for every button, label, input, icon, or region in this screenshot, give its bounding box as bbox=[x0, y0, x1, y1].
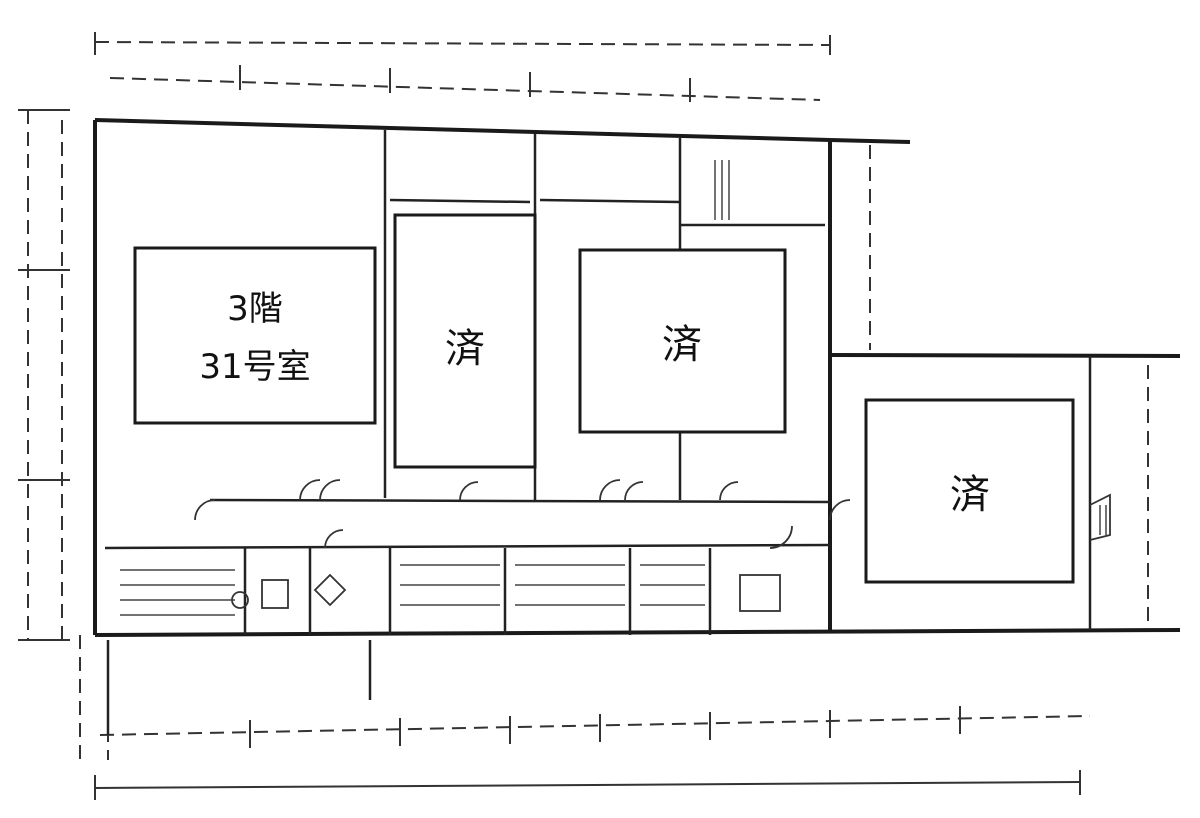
unit-31-block: 3階 31号室 bbox=[133, 246, 377, 425]
unit-center-status-label: 済 bbox=[445, 326, 485, 372]
unit-right-status-label: 済 bbox=[950, 472, 990, 518]
unit-middle-block: 済 bbox=[578, 248, 787, 434]
dimension-lines bbox=[18, 32, 1149, 800]
building-walls bbox=[93, 118, 1181, 735]
service-area-hatching bbox=[120, 160, 1107, 616]
door-swings bbox=[194, 479, 1111, 612]
unit-31-room-label: 31号室 bbox=[199, 347, 310, 387]
unit-middle-status-label: 済 bbox=[662, 322, 702, 368]
unit-right-block: 済 bbox=[864, 398, 1075, 584]
unit-31-floor-label: 3階 bbox=[227, 289, 283, 329]
unit-center-block: 済 bbox=[393, 213, 537, 469]
